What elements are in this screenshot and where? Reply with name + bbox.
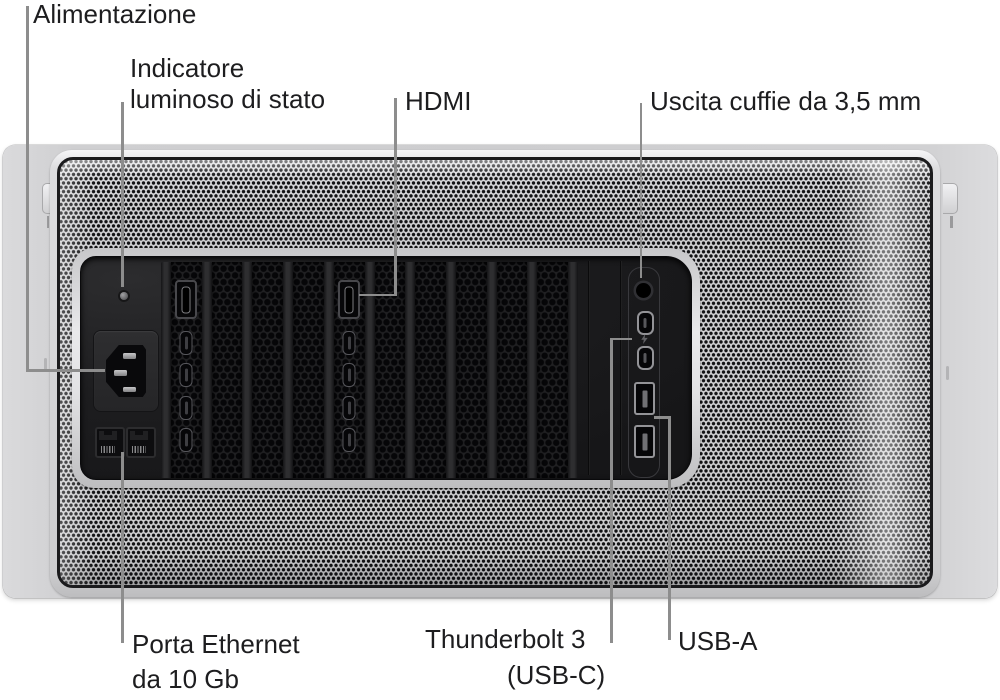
hdmi-port-slot bbox=[181, 286, 191, 313]
ethernet-port-2 bbox=[126, 427, 156, 458]
ethernet-port-tab bbox=[130, 431, 148, 440]
usb-c-port bbox=[342, 331, 356, 355]
usb-a-port-tongue bbox=[642, 433, 647, 450]
hdmi-leader-line bbox=[394, 98, 397, 296]
power-pin bbox=[123, 386, 136, 392]
usb-c-port-slot bbox=[347, 433, 351, 447]
thunderbolt-label-line2: (USB-C) bbox=[507, 660, 606, 690]
usb-c-port-slot bbox=[347, 336, 351, 350]
ethernet-leader-line bbox=[121, 452, 124, 643]
usb-a-label: USB-A bbox=[678, 626, 758, 656]
hdmi-port bbox=[175, 280, 198, 319]
thunderbolt-port-2 bbox=[636, 346, 654, 370]
pci-slot-6 bbox=[374, 262, 406, 478]
ethernet-port-notch bbox=[135, 431, 143, 435]
usb-a-leader-line bbox=[654, 416, 671, 419]
usb-c-port bbox=[342, 395, 356, 420]
slot-divider bbox=[161, 262, 171, 478]
slot-divider bbox=[486, 262, 497, 478]
io-panel-seam bbox=[588, 261, 590, 475]
ethernet-port-notch bbox=[104, 431, 112, 435]
status-light-label-line2: luminoso di stato bbox=[130, 84, 326, 114]
usb-c-port bbox=[342, 428, 356, 452]
io-card-outline bbox=[628, 267, 660, 478]
slot-divider bbox=[283, 262, 294, 478]
slot-divider bbox=[568, 262, 579, 478]
usb-c-port-slot bbox=[184, 336, 188, 350]
usb-c-port bbox=[179, 331, 193, 355]
usb-a-port-1 bbox=[634, 382, 655, 415]
pci-slot-9 bbox=[496, 262, 528, 478]
status-indicator-light bbox=[119, 292, 128, 300]
power-leader-line bbox=[26, 6, 29, 372]
pci-slot-area bbox=[161, 262, 579, 478]
thunderbolt-port-slot bbox=[643, 318, 647, 328]
slot-divider bbox=[323, 262, 334, 478]
thunderbolt-port-slot bbox=[643, 353, 647, 363]
usb-c-port-slot bbox=[184, 433, 188, 447]
slot-divider bbox=[364, 262, 375, 478]
power-pin bbox=[114, 370, 127, 376]
slot-divider bbox=[527, 262, 538, 478]
pci-slot-1 bbox=[171, 262, 202, 478]
pci-slot-7 bbox=[415, 262, 446, 478]
power-pin bbox=[123, 353, 136, 359]
thunderbolt-port-1 bbox=[636, 311, 654, 335]
pci-slot-2 bbox=[211, 262, 243, 478]
ethernet-port-tab bbox=[99, 431, 117, 440]
port-panel bbox=[80, 256, 692, 480]
hdmi-port-slot bbox=[344, 286, 354, 313]
usb-c-port bbox=[342, 363, 356, 387]
headphone-label: Uscita cuffie da 3,5 mm bbox=[650, 86, 922, 116]
thunderbolt-label-line1: Thunderbolt 3 bbox=[425, 624, 586, 654]
headphone-jack bbox=[635, 282, 651, 298]
status-light-leader-line bbox=[121, 102, 124, 287]
status-light-label-line1: Indicatore bbox=[130, 53, 245, 83]
ethernet-port-pins bbox=[132, 446, 146, 453]
usb-c-port bbox=[179, 428, 193, 452]
slot-divider bbox=[405, 262, 416, 478]
usb-c-port-slot bbox=[184, 368, 188, 382]
pci-slot-4 bbox=[293, 262, 324, 478]
right-latch bbox=[943, 183, 958, 214]
pci-slot-8 bbox=[455, 262, 487, 478]
power-socket bbox=[106, 345, 146, 397]
thunderbolt-icon bbox=[641, 334, 648, 344]
ethernet-label-line2: da 10 Gb bbox=[132, 664, 239, 694]
power-leader-line bbox=[26, 369, 106, 372]
pci-slot-10 bbox=[537, 262, 569, 478]
ethernet-port-pins bbox=[101, 446, 115, 453]
usb-a-port-tongue bbox=[642, 390, 647, 407]
power-label: Alimentazione bbox=[33, 0, 197, 29]
ethernet-label-line1: Porta Ethernet bbox=[132, 629, 300, 659]
slot-divider bbox=[242, 262, 253, 478]
hdmi-label: HDMI bbox=[405, 86, 472, 116]
pci-slot-3 bbox=[252, 262, 284, 478]
slot-divider bbox=[445, 262, 456, 478]
usb-c-port-slot bbox=[184, 401, 188, 414]
usb-c-port bbox=[179, 395, 193, 420]
usb-c-port-slot bbox=[347, 368, 351, 382]
thunderbolt-leader-line bbox=[610, 337, 632, 341]
thunderbolt-leader-line bbox=[610, 337, 613, 643]
right-edge-tick bbox=[946, 366, 949, 380]
usb-c-port-slot bbox=[347, 401, 351, 414]
hdmi-port bbox=[338, 280, 361, 319]
usb-a-leader-line bbox=[668, 416, 671, 641]
slot-divider bbox=[201, 262, 212, 478]
headphone-leader-line bbox=[639, 103, 643, 278]
right-latch-notch bbox=[950, 216, 953, 228]
left-edge-tick bbox=[44, 358, 47, 372]
hdmi-leader-line bbox=[359, 293, 397, 297]
ethernet-port-1 bbox=[95, 427, 125, 458]
left-latch-notch bbox=[46, 216, 49, 228]
usb-c-port bbox=[179, 363, 193, 387]
pci-slot-5 bbox=[333, 262, 365, 478]
usb-a-port-2 bbox=[634, 425, 655, 458]
io-panel-seam bbox=[620, 261, 622, 475]
